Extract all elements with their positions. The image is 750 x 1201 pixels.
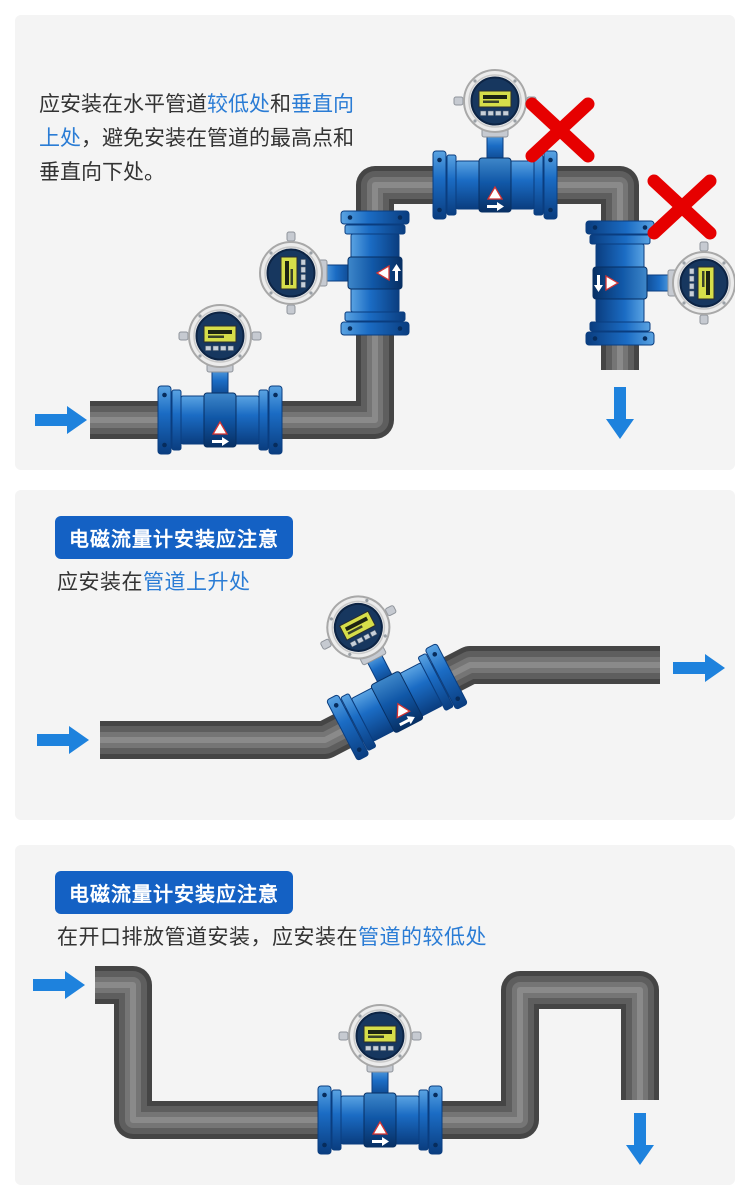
panel-open-discharge-installation: 电磁流量计安装应注意 在开口排放管道安装，应安装在管道的较低处 [15, 845, 735, 1185]
pipe-run [95, 966, 659, 1139]
installation-diagram-top [35, 69, 735, 455]
panel-rising-pipe-installation: 电磁流量计安装应注意 应安装在管道上升处 [15, 490, 735, 820]
text-segment: ，避免安装在管道的最高点和垂直向下处。 [39, 126, 354, 185]
flow-meter-low-section [317, 1004, 443, 1155]
flow-meter-lower-horizontal [157, 304, 283, 455]
text-segment: 和 [270, 92, 291, 116]
installation-diagram-bottom [33, 966, 659, 1165]
text-segment: 在开口排放管道安装，应安装在 [57, 925, 358, 949]
section-badge: 电磁流量计安装应注意 [55, 871, 293, 914]
text-segment-highlight: 较低处 [207, 92, 270, 116]
flow-in-arrow-icon [35, 406, 87, 434]
text-segment-highlight: 垂直向上处 [39, 92, 354, 151]
installation-diagram-middle [37, 570, 725, 762]
flow-out-arrow-icon [606, 387, 634, 439]
wrong-position-x-icon [654, 181, 710, 233]
installation-note: 在开口排放管道安装，应安装在管道的较低处 [57, 921, 487, 951]
section-badge: 电磁流量计安装应注意 [55, 516, 293, 559]
wrong-position-x-icon [532, 104, 588, 156]
text-segment: 应安装在水平管道 [39, 92, 207, 116]
text-segment-highlight: 管道的较低处 [358, 925, 487, 949]
panel-horizontal-vertical-installation: 应安装在水平管道较低处和垂直向上处，避免安装在管道的最高点和垂直向下处。 [15, 15, 735, 470]
text-segment: 应安装在 [57, 570, 143, 594]
flow-meter-vertical-down [585, 220, 735, 346]
flow-meter-vertical-up [259, 210, 410, 336]
flow-in-arrow-icon [33, 971, 85, 999]
flow-out-arrow-icon [673, 654, 725, 682]
installation-note: 应安装在管道上升处 [57, 566, 251, 596]
flow-out-arrow-icon [626, 1113, 654, 1165]
flow-in-arrow-icon [37, 726, 89, 754]
installation-note: 应安装在水平管道较低处和垂直向上处，避免安装在管道的最高点和垂直向下处。 [39, 87, 363, 189]
text-segment-highlight: 管道上升处 [143, 570, 251, 594]
